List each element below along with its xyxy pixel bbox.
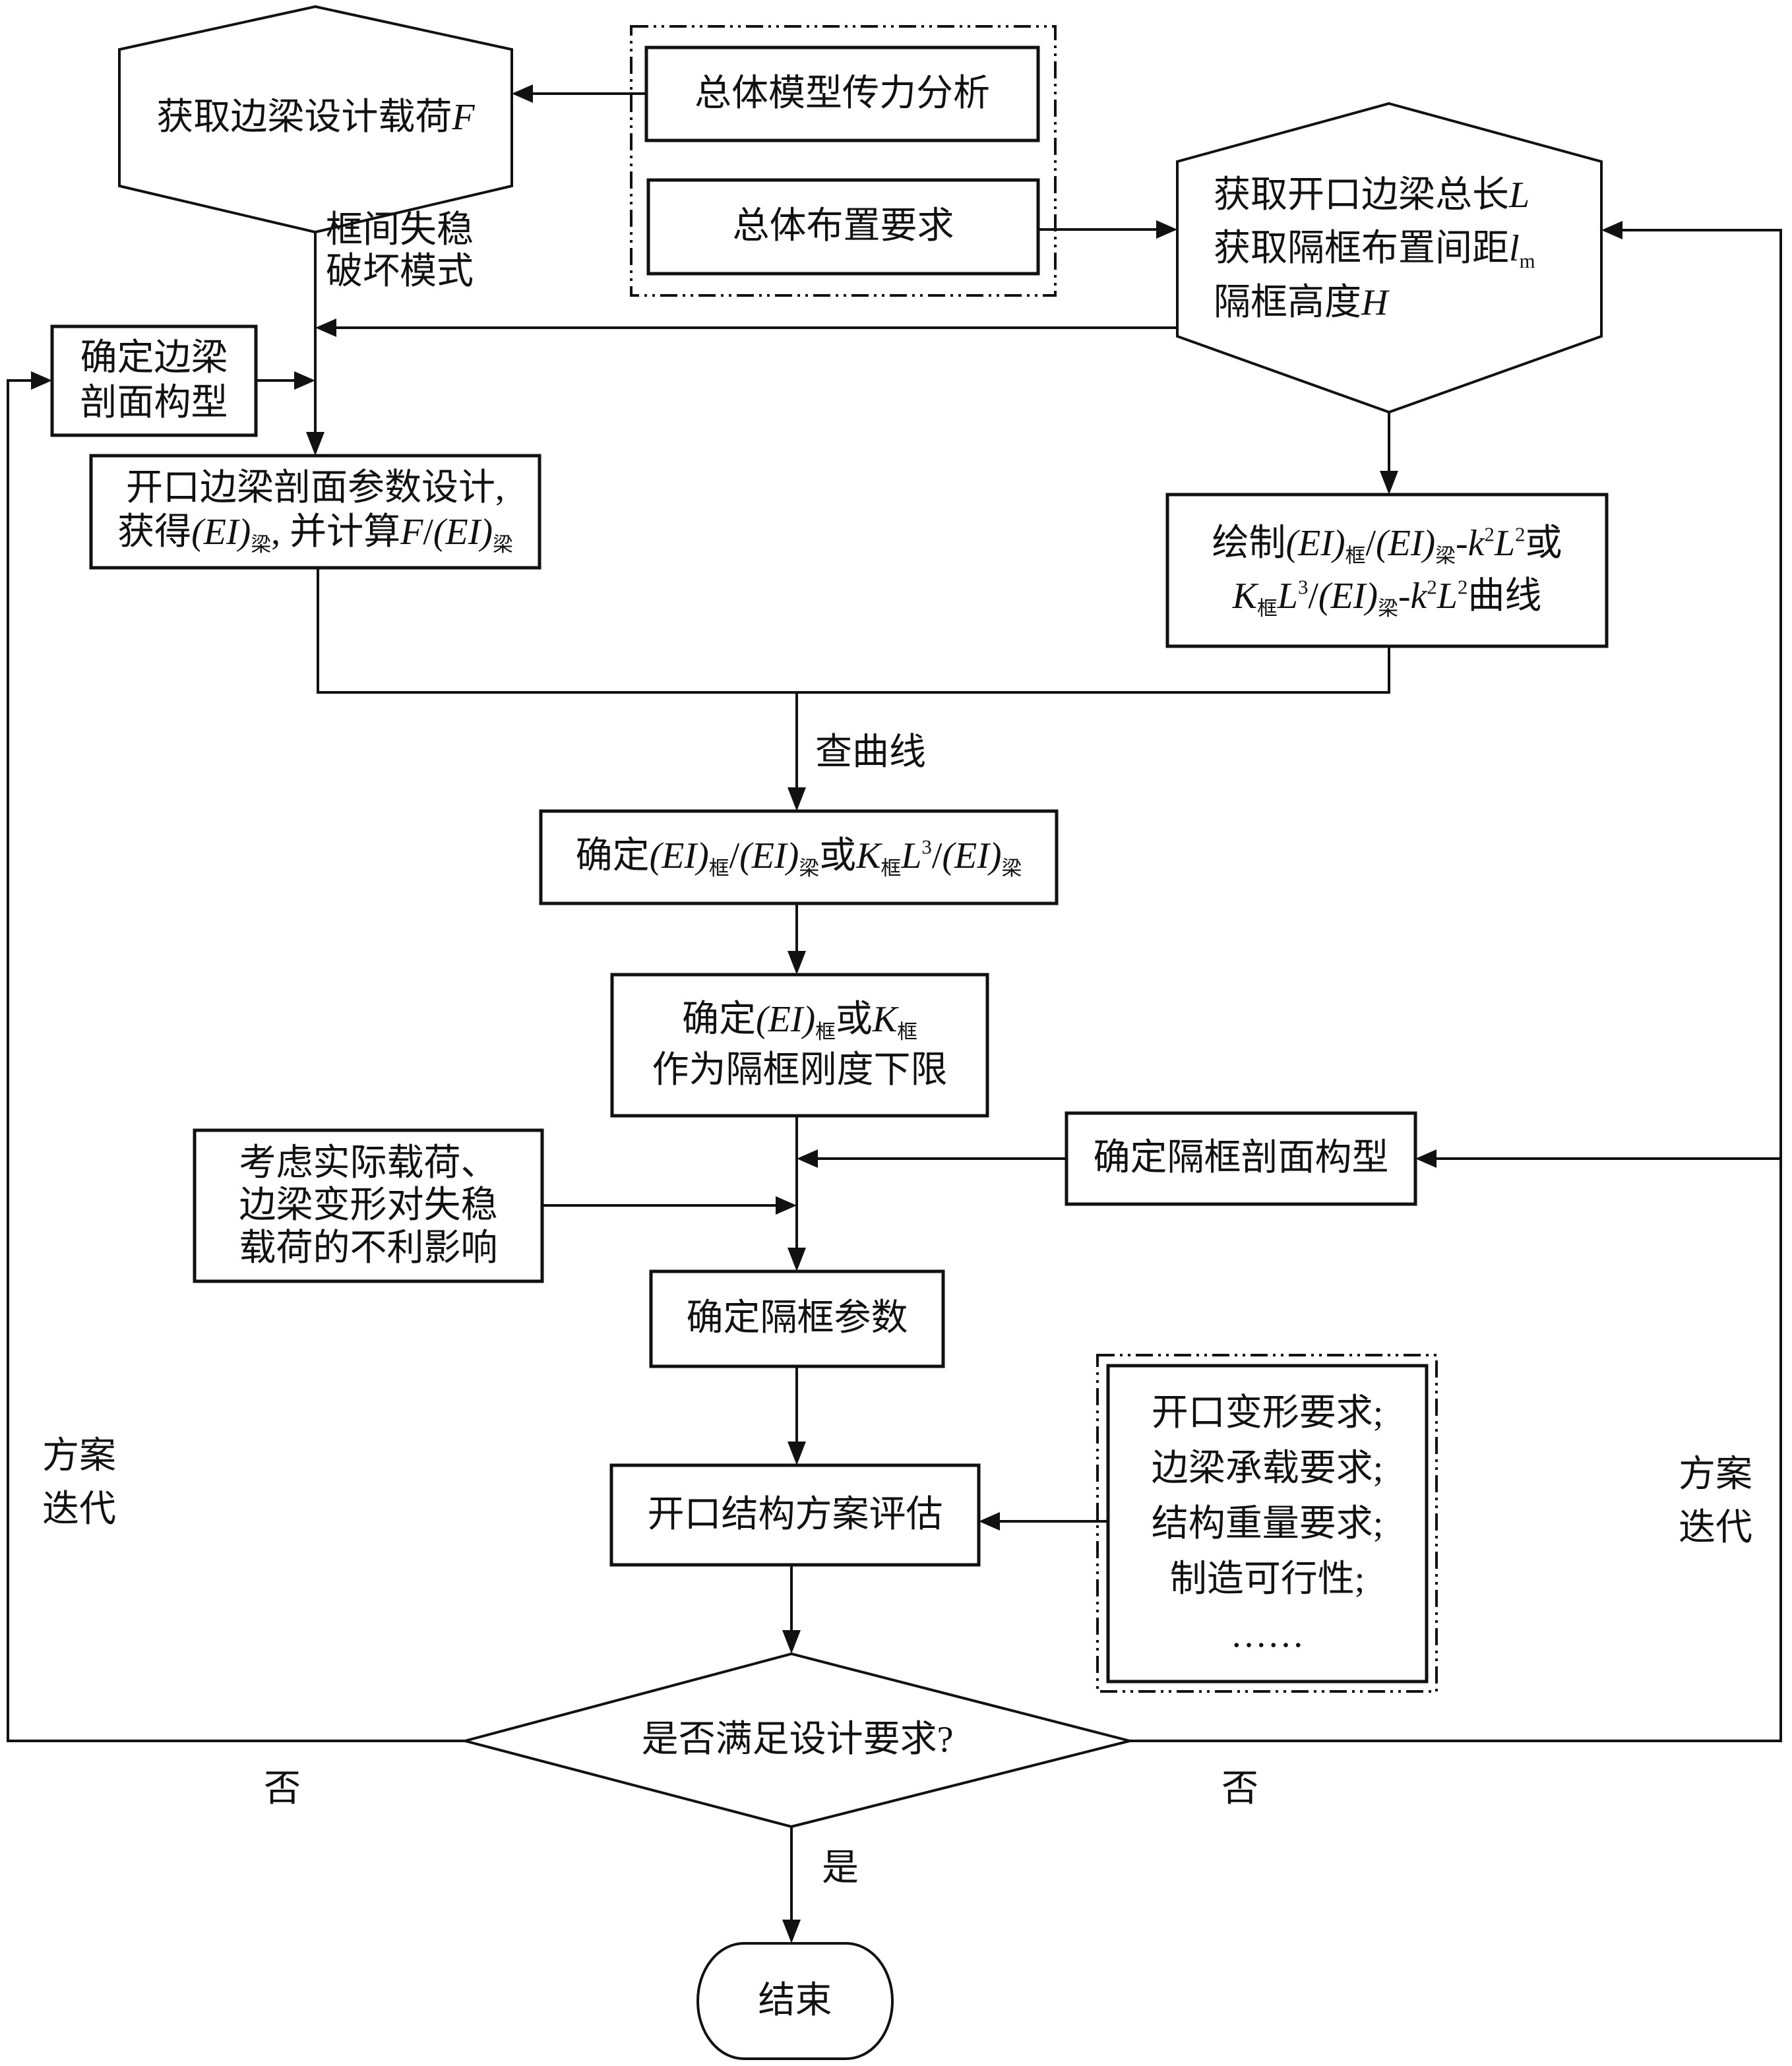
get-load-text: 获取边梁设计载荷F [156,96,475,138]
arrowhead-right [776,1196,797,1215]
requirements-text: 开口变形要求; 边梁承载要求; 结构重量要求; 制造可行性; …… [1151,1392,1384,1655]
failure-mode-label: 框间失稳 破坏模式 [326,210,474,292]
arrowhead-down [788,1442,806,1465]
arrowhead-left [797,1149,818,1168]
frame-params-text: 确定隔框参数 [686,1298,908,1339]
iterate-right-label: 方案 迭代 [1679,1454,1752,1549]
no-right-label: 否 [1221,1769,1258,1809]
arrowhead-left [979,1512,1000,1531]
no-left-label: 否 [264,1769,301,1809]
layout-requirement-box [646,178,1040,276]
requirements-box [1106,1364,1429,1684]
arrowhead-down [782,1920,801,1943]
arrowhead-left [1415,1149,1437,1168]
evaluate-box [609,1463,981,1567]
requirements-group-frame [1096,1354,1438,1693]
beam-section-text: 确定边梁 剖面构型 [80,338,228,423]
end-text: 结束 [758,1980,832,2021]
frame-section-text: 确定隔框剖面构型 [1093,1138,1389,1179]
lower-limit-box [610,973,989,1118]
decision-text: 是否满足设计要求? [641,1719,954,1761]
draw-curve-box [1165,493,1609,648]
check-curve-label: 查曲线 [815,732,926,773]
arrowhead-down [788,951,806,975]
arrowhead-down [788,787,806,811]
load-analysis-label: 总体模型传力分析 [695,73,990,114]
arrowhead-down [306,432,324,456]
arrowhead-right [294,371,315,390]
evaluate-text: 开口结构方案评估 [647,1494,943,1535]
param-design-text: 开口边梁剖面参数设计, 获得(EI)梁, 并计算F/(EI)梁 [117,468,513,556]
arrowheads [31,84,1622,1943]
arrowhead-down [782,1630,801,1654]
get-geometry-text: 获取开口边梁总长L 获取隔框布置间距lm 隔框高度H [1214,175,1535,323]
arrowhead-down [1380,471,1398,495]
connectors [7,92,1782,1926]
arrowhead-right [31,371,52,390]
arrowhead-left [315,319,336,337]
arrowhead-right [1156,220,1177,239]
arrowhead-left [1601,221,1622,239]
draw-curve-text: 绘制(EI)框/(EI)梁-k2L2或 K框L3/(EI)梁-k2L2曲线 [1212,523,1562,620]
lower-limit-text: 确定(EI)框或K框 作为隔框刚度下限 [652,998,948,1091]
input-group-frame [630,25,1057,297]
yes-label: 是 [822,1848,859,1889]
arrowhead-down [788,1248,806,1271]
iterate-left-label: 方案 迭代 [42,1436,116,1531]
end-terminal [696,1942,894,2060]
lookup-box [539,809,1059,905]
consider-text: 考虑实际载荷、 边梁变形对失稳 载荷的不利影响 [239,1142,498,1269]
layout-requirement-label: 总体布置要求 [732,206,954,247]
arrowhead-left [512,84,533,103]
lookup-text: 确定(EI)框/(EI)梁或K框L3/(EI)梁 [575,835,1022,880]
